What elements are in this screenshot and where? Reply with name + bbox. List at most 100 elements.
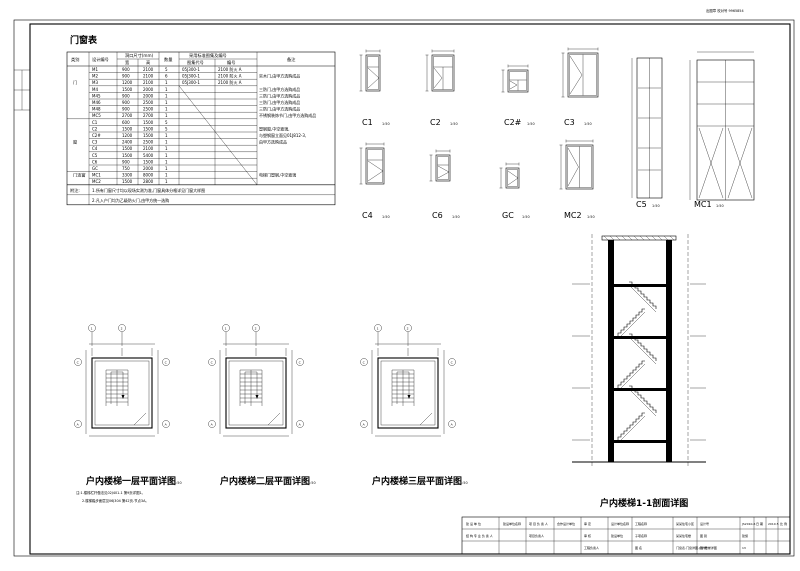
tb-c9r3: 图 号 xyxy=(700,545,707,550)
row-count: 5 xyxy=(165,120,168,125)
row-count: 1 xyxy=(165,100,168,105)
axis-bubble xyxy=(162,420,170,428)
tb-c5r3: 工程负责人 xyxy=(584,545,599,550)
elevation-scale: 1:50 xyxy=(527,122,535,126)
row-height: 2500 xyxy=(143,100,154,105)
plan-title: 户内楼梯二层平面详图 xyxy=(220,475,310,487)
elevation-scale: 1:50 xyxy=(382,122,390,126)
notes-label: 附注: xyxy=(70,187,80,194)
row-width: 600 xyxy=(122,120,130,125)
axis-label: 1 xyxy=(91,326,93,330)
axis-bubble xyxy=(118,324,126,332)
plan-title: 户内楼梯一层平面详图 xyxy=(86,475,176,487)
row-height: 1500 xyxy=(143,126,154,131)
elevation-scale: 1:50 xyxy=(450,122,458,126)
note-1: 1.所有门窗尺寸均以现场实测为准,门窗具体分格详见门窗大样图 xyxy=(92,187,205,193)
axis-bubble xyxy=(296,358,304,366)
row-count: 1 xyxy=(165,140,168,145)
row-count: 1 xyxy=(165,133,168,138)
elevation-label: C5 xyxy=(636,200,647,209)
outer-border xyxy=(13,19,795,557)
axis-bubble xyxy=(74,420,82,428)
axis-bubble xyxy=(448,420,456,428)
elevation-mc1 xyxy=(689,51,755,201)
table-title: 门窗表 xyxy=(70,34,98,46)
tb-c7r1: 工程名称 xyxy=(635,521,647,526)
row-width: 3300 xyxy=(122,173,133,178)
tb-c10r3: 13 xyxy=(742,546,746,550)
tb-c9r2: 图 别 xyxy=(700,533,707,538)
axis-label: 2 xyxy=(255,326,257,330)
axis-bubble xyxy=(252,324,260,332)
header-atlas: 图集代号 xyxy=(187,59,204,66)
table-frame xyxy=(66,51,336,206)
row-remark: 三防门,由甲方选购成品 xyxy=(259,106,300,112)
elevation-mc2 xyxy=(565,144,594,190)
tb-c5r2: 审 核 xyxy=(584,533,591,538)
row-count: 1 xyxy=(165,80,168,85)
row-width: 900 xyxy=(122,159,130,164)
axis-label: C xyxy=(363,360,365,364)
row-remark: 实木门,由甲方选购成品 xyxy=(259,73,300,79)
plan-note-1: 注:1.楼梯栏杆做法见02J401-1 第9页详图1。 xyxy=(76,490,145,495)
tb-c6r1: 设计单位名称 xyxy=(611,521,629,526)
axis-label: C xyxy=(451,360,453,364)
row-height: 2100 xyxy=(143,67,154,72)
row-count: 1 xyxy=(165,146,168,151)
row-height: 2000 xyxy=(143,166,154,171)
row-code: C3 xyxy=(92,140,98,145)
tb-c12: 比 例 xyxy=(780,521,787,526)
tb-c8r2: 某某住宅楼 xyxy=(676,533,691,538)
row-code: C2 xyxy=(92,126,98,131)
elevation-label: C6 xyxy=(432,211,443,220)
elevation-scale: 1:50 xyxy=(522,215,530,219)
tb-c1r2: 结 构 专 业 负 责 人 xyxy=(466,533,493,538)
row-count: 1 xyxy=(165,166,168,171)
row-type: 门连窗 xyxy=(73,172,86,179)
elevation-c3 xyxy=(567,52,599,98)
row-width: 900 xyxy=(122,74,130,79)
row-remark: 由甲方选购成品 xyxy=(259,139,287,145)
axis-label: C xyxy=(77,360,79,364)
axis-label: 1 xyxy=(377,326,379,330)
axis-label: A xyxy=(451,422,454,426)
header-type: 类别 xyxy=(71,56,79,63)
row-code: MC2 xyxy=(92,179,101,184)
row-height: 2100 xyxy=(143,146,154,151)
elevation-label: C2# xyxy=(504,118,522,127)
elevation-label: C4 xyxy=(362,211,373,220)
row-height: 2500 xyxy=(143,107,154,112)
tb-c8r1: 某某住宅小区 xyxy=(676,521,694,526)
plan-scale: 1:50 xyxy=(174,481,182,485)
row-height: 2800 xyxy=(143,179,154,184)
plan-scale: 1:50 xyxy=(308,481,316,485)
note-2: 2.凡入户门均为乙级防火门,由甲方统一选购 xyxy=(92,197,169,203)
header-remark: 备注 xyxy=(287,56,296,63)
axis-bubble xyxy=(296,420,304,428)
axis-label: 2 xyxy=(121,326,123,330)
row-remark: 塑钢窗,中空玻璃, xyxy=(259,125,290,131)
axis-bubble xyxy=(404,324,412,332)
title-block: 建 设 单 位 结 构 专 业 负 责 人 建设单位名称 项 目 负 责 人 项… xyxy=(461,516,791,555)
elevation-c2b xyxy=(507,69,529,93)
header-size: 洞口尺寸(mm) xyxy=(125,52,154,59)
elevation-scale: 1:50 xyxy=(584,122,592,126)
row-type: 门 xyxy=(73,79,77,86)
row-width: 2400 xyxy=(122,140,133,145)
row-width: 1500 xyxy=(122,126,133,131)
header-std: 采用标准图集及编号 xyxy=(189,52,227,59)
row-code: MC5 xyxy=(92,113,101,118)
axis-label: C xyxy=(165,360,167,364)
row-code: M2 xyxy=(92,74,98,79)
header-count: 数量 xyxy=(164,56,172,63)
elevation-label: C1 xyxy=(362,118,373,127)
row-width: 1500 xyxy=(122,146,133,151)
tb-c2: 建设单位名称 xyxy=(503,521,521,526)
row-code: C2# xyxy=(92,133,101,138)
row-no: 2100 防火 A xyxy=(218,73,242,79)
elevation-scale: 1:50 xyxy=(716,204,724,208)
row-height: 1500 xyxy=(143,133,154,138)
axis-label: A xyxy=(211,422,214,426)
row-height: 1500 xyxy=(143,120,154,125)
